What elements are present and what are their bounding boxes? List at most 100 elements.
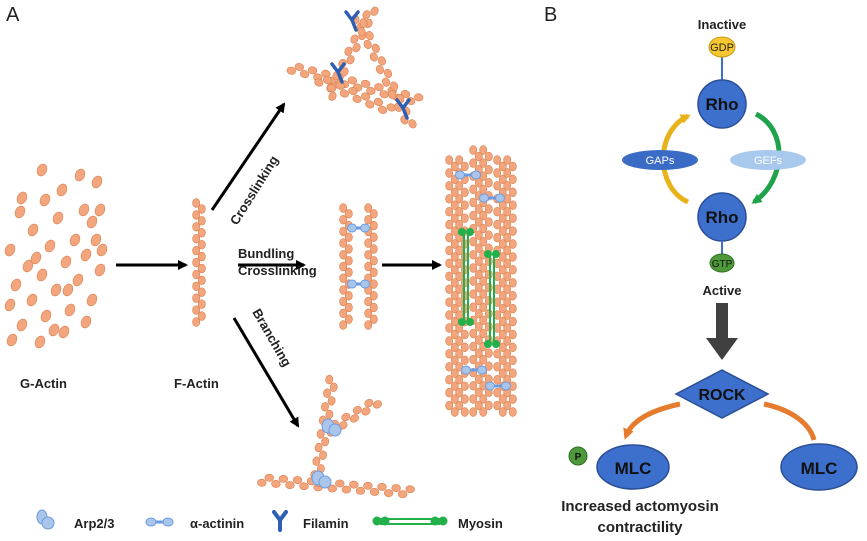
- actin-monomer: [469, 263, 478, 273]
- actin-monomer: [294, 63, 304, 71]
- actin-monomer: [460, 394, 469, 404]
- arrow-crosslinking: [210, 102, 286, 211]
- actin-monomer: [469, 184, 478, 194]
- actin-monomer: [474, 400, 483, 411]
- actin-monomer: [455, 297, 464, 307]
- actin-monomer: [474, 243, 483, 253]
- actin-monomer: [192, 317, 201, 327]
- actin-monomer: [479, 145, 488, 155]
- actin-monomer: [22, 259, 34, 273]
- actin-monomer: [484, 322, 493, 332]
- actin-monomer: [503, 155, 512, 165]
- actin-monomer: [197, 239, 206, 250]
- actin-monomer: [192, 245, 201, 256]
- actin-monomer: [503, 336, 512, 346]
- actin-monomer: [469, 145, 478, 155]
- actin-monomer: [299, 70, 310, 79]
- actin-monomer: [474, 387, 483, 398]
- actin-monomer: [383, 68, 393, 78]
- actin-monomer: [445, 168, 454, 178]
- actin-monomer: [60, 255, 72, 269]
- actin-monomer: [455, 155, 464, 165]
- mlc-left-label: MLC: [615, 459, 652, 478]
- actin-monomer: [192, 198, 201, 208]
- actin-monomer: [474, 151, 483, 162]
- actin-monomer: [469, 328, 478, 339]
- actin-monomer: [455, 374, 464, 385]
- filamin-legend-icon: [272, 510, 288, 532]
- alpha-actinin-legend-icon: [145, 517, 174, 527]
- actin-monomer: [314, 442, 323, 453]
- rock-to-mlc-arrow: [763, 401, 817, 441]
- actin-monomer: [192, 281, 201, 291]
- actin-monomer: [460, 355, 469, 366]
- actin-monomer: [4, 298, 16, 312]
- actin-monomer: [474, 374, 483, 384]
- actin-monomer: [382, 77, 391, 87]
- actin-monomer: [493, 219, 502, 230]
- actin-monomer: [383, 489, 394, 497]
- actin-monomer: [364, 261, 373, 272]
- actin-monomer: [369, 488, 380, 496]
- outcome-line-1: Increased actomyosin: [561, 498, 719, 515]
- rho-inactive-label: Rho: [705, 95, 738, 114]
- actin-monomer: [450, 303, 459, 314]
- actin-monomer: [369, 291, 378, 301]
- actin-monomer: [508, 407, 517, 417]
- actin-monomer: [460, 329, 469, 340]
- actin-monomer: [479, 263, 488, 273]
- actin-monomer: [339, 89, 349, 98]
- actin-monomer: [508, 187, 517, 198]
- actin-monomer: [339, 308, 348, 318]
- actin-monomer: [30, 251, 42, 265]
- actin-monomer: [450, 407, 459, 417]
- actin-monomer: [398, 490, 408, 499]
- actin-monomer: [508, 316, 517, 327]
- arp23-legend-icon: [36, 509, 55, 530]
- actin-monomer: [192, 222, 201, 232]
- actin-monomer: [508, 329, 517, 340]
- actin-monomer: [455, 206, 464, 217]
- actin-monomer: [314, 78, 324, 87]
- actin-monomer: [455, 245, 464, 256]
- actin-monomer: [469, 210, 478, 221]
- actin-monomer: [359, 18, 368, 28]
- actin-monomer: [508, 239, 517, 249]
- actin-monomer: [369, 267, 378, 278]
- branched-network: [257, 374, 415, 499]
- actin-monomer: [455, 219, 464, 230]
- actin-monomer: [369, 232, 378, 242]
- actin-monomer: [474, 204, 483, 214]
- actin-monomer: [469, 341, 478, 352]
- actin-monomer: [484, 204, 493, 214]
- legend: Arp2/3 α-actinin Filamin Myosin: [36, 509, 503, 532]
- actin-monomer: [484, 348, 493, 358]
- actin-monomer: [370, 6, 379, 16]
- actin-monomer: [321, 436, 330, 447]
- actin-monomer: [450, 161, 459, 172]
- actin-monomer: [292, 476, 303, 484]
- actin-monomer: [508, 342, 517, 353]
- gtp-label: GTP: [712, 259, 733, 270]
- actin-monomer: [364, 296, 373, 307]
- actin-monomer: [484, 400, 493, 411]
- actin-monomer: [479, 302, 488, 312]
- actin-monomer: [484, 178, 493, 188]
- actin-monomer: [479, 276, 488, 286]
- actin-monomer: [50, 283, 62, 297]
- gaps-node: [622, 150, 698, 170]
- actin-monomer: [391, 484, 401, 492]
- actin-monomer: [445, 258, 454, 269]
- actin-monomer: [339, 214, 348, 225]
- actin-monomer: [192, 210, 201, 220]
- actin-monomer: [460, 187, 469, 198]
- actin-monomer: [508, 213, 517, 223]
- actin-monomer: [493, 387, 502, 398]
- actin-monomer: [371, 43, 380, 53]
- actin-monomer: [450, 355, 459, 366]
- actin-monomer: [369, 279, 378, 289]
- actin-monomer: [503, 310, 512, 320]
- actin-monomer: [445, 206, 454, 217]
- actin-monomer: [369, 302, 378, 313]
- actin-monomer: [493, 349, 502, 359]
